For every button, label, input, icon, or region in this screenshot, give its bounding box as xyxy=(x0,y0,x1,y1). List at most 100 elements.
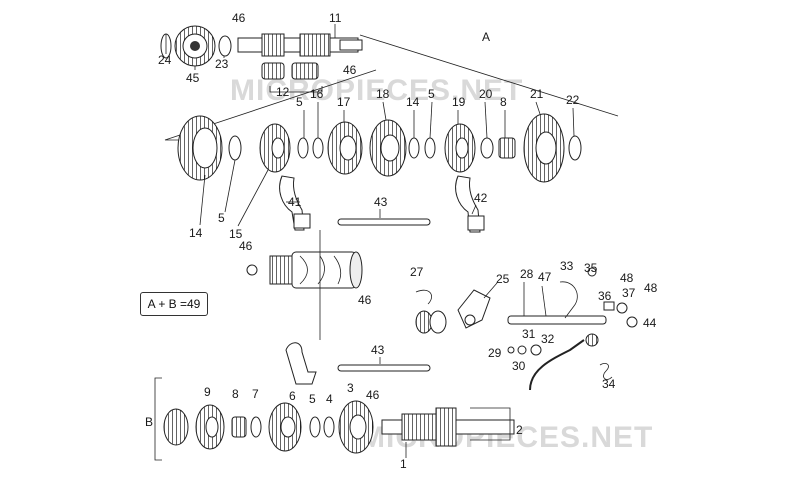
label-7: 7 xyxy=(252,387,259,401)
label-2: 2 xyxy=(516,423,523,437)
gear-3 xyxy=(338,400,374,454)
label-5-lower: 5 xyxy=(309,392,316,406)
formula-box: A + B =49 xyxy=(140,292,208,316)
label-8: 8 xyxy=(500,95,507,109)
bearing-8-lower xyxy=(231,416,247,438)
main-shaft-11 xyxy=(237,33,363,57)
label-8-lower: 8 xyxy=(232,387,239,401)
gear-19 xyxy=(444,123,476,173)
label-33: 33 xyxy=(560,259,574,273)
ring-5 xyxy=(297,137,309,159)
label-46-drum: 46 xyxy=(239,239,253,253)
label-22: 22 xyxy=(566,93,580,107)
fork-rod-43 xyxy=(337,218,431,226)
layshaft-gear-row xyxy=(177,113,582,183)
label-19: 19 xyxy=(452,95,466,109)
gear-b xyxy=(163,408,189,446)
gear-21 xyxy=(523,113,565,183)
label-45: 45 xyxy=(186,71,200,85)
label-29: 29 xyxy=(488,346,502,360)
label-5: 5 xyxy=(296,95,303,109)
washer-14 xyxy=(408,137,420,159)
label-11: 11 xyxy=(329,11,342,25)
washer-23 xyxy=(218,35,232,57)
label-21: 21 xyxy=(530,87,544,101)
gearshift-mechanism xyxy=(415,267,638,391)
label-30: 30 xyxy=(512,359,526,373)
label-34: 34 xyxy=(602,377,616,391)
label-1: 1 xyxy=(400,457,407,471)
label-48: 48 xyxy=(620,271,634,285)
sprocket-45 xyxy=(174,25,216,67)
label-20: 20 xyxy=(479,87,493,101)
ring-5-left xyxy=(228,135,242,161)
label-4: 4 xyxy=(326,392,333,406)
label-3: 3 xyxy=(347,381,354,395)
label-36: 36 xyxy=(598,289,612,303)
label-43-lower: 43 xyxy=(371,343,385,357)
top-shaft-group: A xyxy=(160,25,619,117)
label-9: 9 xyxy=(204,385,211,399)
washer-22 xyxy=(568,135,582,161)
spring-27 xyxy=(415,289,432,305)
ref-a-label: A xyxy=(482,30,490,44)
label-17: 17 xyxy=(337,95,351,109)
washer-7 xyxy=(250,416,262,438)
label-47: 47 xyxy=(538,270,552,284)
washer-drum xyxy=(246,264,258,276)
main-shaft-1 xyxy=(381,407,515,447)
gear-9 xyxy=(195,404,225,450)
label-28: 28 xyxy=(520,267,534,281)
leader-lines xyxy=(165,24,575,364)
bottom-shaft-group: B xyxy=(145,377,515,461)
selector-forks xyxy=(279,175,485,233)
spring-34 xyxy=(599,363,613,380)
label-46-shaft: 46 xyxy=(343,63,357,77)
label-35: 35 xyxy=(584,261,598,275)
label-44: 44 xyxy=(643,316,657,330)
label-46-top: 46 xyxy=(232,11,246,25)
washer-4 xyxy=(323,416,335,438)
label-14: 14 xyxy=(189,226,203,240)
label-18: 18 xyxy=(376,87,390,101)
label-23: 23 xyxy=(215,57,229,71)
selector-drum xyxy=(246,230,363,340)
label-15: 15 xyxy=(229,227,243,241)
label-32: 32 xyxy=(541,332,555,346)
label-48b: 48 xyxy=(644,281,658,295)
label-46-drum-right: 46 xyxy=(358,293,372,307)
gearshift-shaft xyxy=(507,315,607,325)
label-6: 6 xyxy=(289,389,296,403)
part-number-labels: 1 2 3 4 5 6 7 8 9 11 12 14 14 15 16 17 1… xyxy=(158,11,658,471)
label-42: 42 xyxy=(474,191,488,205)
label-46-bottom: 46 xyxy=(366,388,380,402)
label-24: 24 xyxy=(158,53,172,67)
label-5-right: 5 xyxy=(428,87,435,101)
label-5-left: 5 xyxy=(218,211,225,225)
bearing-8 xyxy=(498,137,516,159)
ring-5-right xyxy=(424,137,436,159)
label-12: 12 xyxy=(276,85,290,99)
washer-20 xyxy=(480,137,494,159)
label-25: 25 xyxy=(496,272,510,286)
lower-fork-group xyxy=(285,342,431,385)
gear-6 xyxy=(268,402,302,452)
gear-17 xyxy=(327,121,363,175)
fork-6 xyxy=(285,342,317,385)
washer-16 xyxy=(312,137,324,159)
gear-18 xyxy=(369,119,407,177)
label-37: 37 xyxy=(622,286,636,300)
ref-b-label: B xyxy=(145,415,153,429)
label-16: 16 xyxy=(310,87,324,101)
label-31: 31 xyxy=(522,327,536,341)
label-14b: 14 xyxy=(406,95,420,109)
label-27: 27 xyxy=(410,265,424,279)
ring-5-lower xyxy=(309,416,321,438)
needle-bearings-12 xyxy=(261,62,319,80)
gear-14 xyxy=(177,115,223,181)
fork-rod-43-lower xyxy=(337,364,431,372)
label-43: 43 xyxy=(374,195,388,209)
gear-15 xyxy=(259,123,291,173)
